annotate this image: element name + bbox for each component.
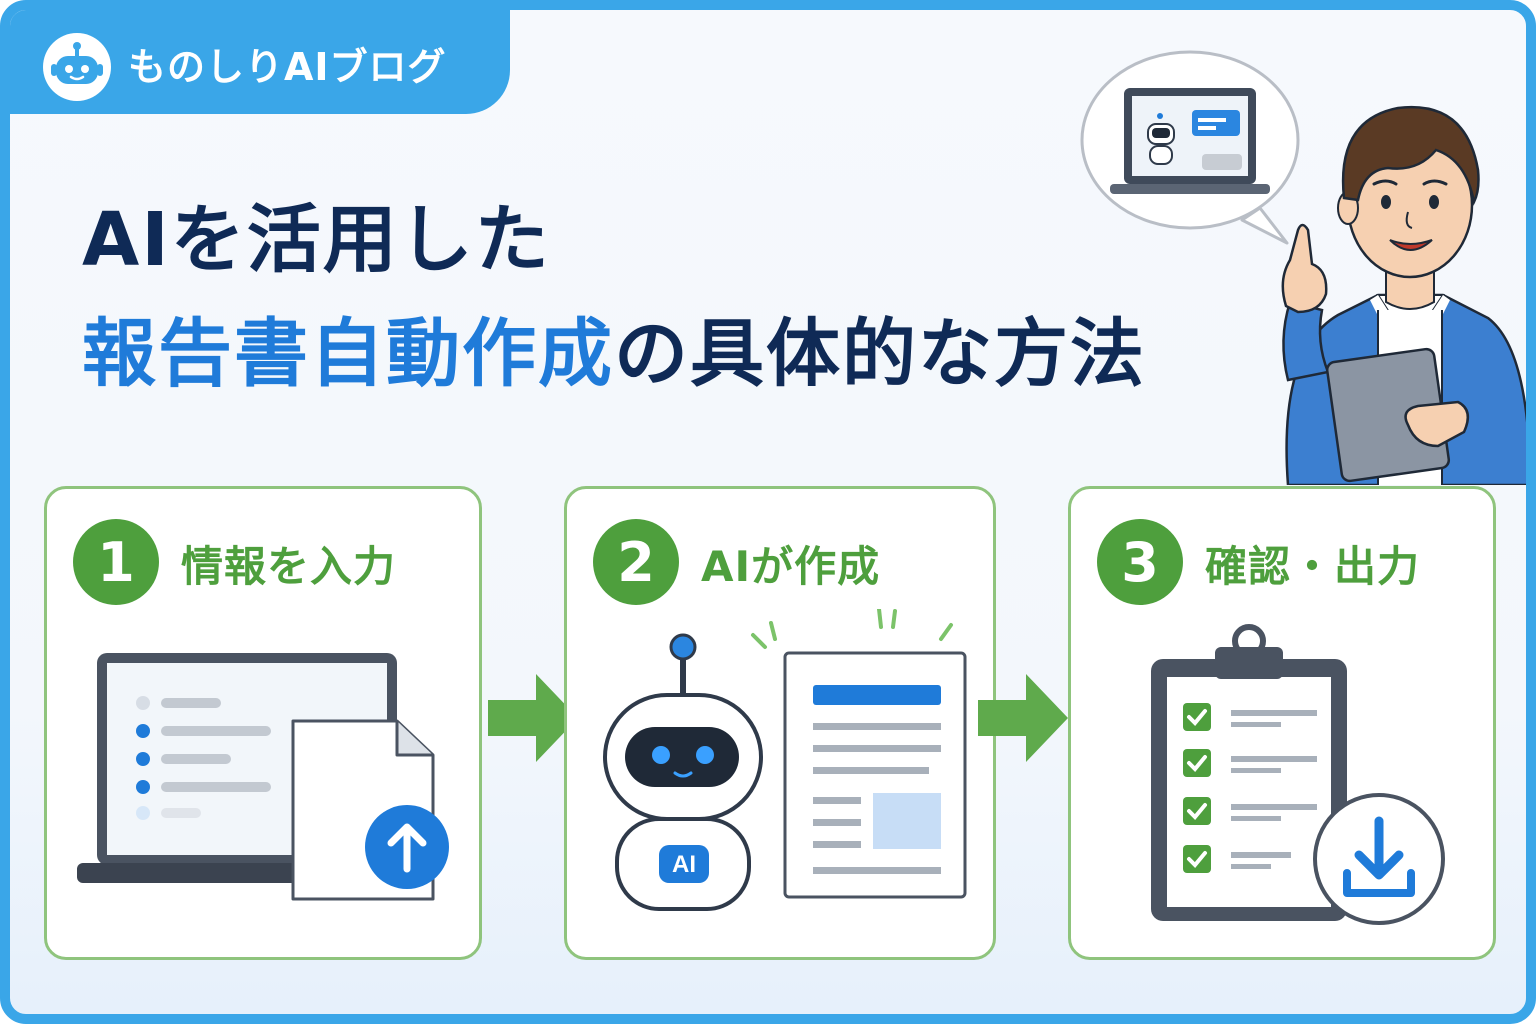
title-rest: の具体的な方法 (614, 311, 1146, 397)
brand-tab: ものしりAIブログ (10, 10, 510, 114)
title-highlight: 報告書自動作成 (82, 311, 614, 397)
title-line-1: AIを活用した (82, 197, 551, 283)
ai-robot-document-icon: AI (595, 609, 975, 929)
clipboard-download-icon (1141, 615, 1461, 935)
speech-bubble-laptop-icon (1072, 48, 1312, 248)
robot-icon (42, 32, 112, 102)
step-card-1: 1 情報を入力 (44, 486, 482, 960)
step-label: 確認・出力 (1205, 542, 1421, 591)
step-number-badge: 2 (593, 519, 679, 605)
step-label: 情報を入力 (181, 542, 397, 591)
laptop-upload-icon (77, 647, 457, 917)
flow-arrow-icon (488, 672, 580, 764)
title-line-2: 報告書自動作成の具体的な方法 (82, 294, 1146, 401)
step-label: AIが作成 (701, 542, 881, 591)
step-number-badge: 3 (1097, 519, 1183, 605)
step-number-badge: 1 (73, 519, 159, 605)
step-card-2: 2 AIが作成 AI (564, 486, 996, 960)
robot-badge-text: AI (672, 851, 696, 878)
brand-name: ものしりAIブログ (128, 45, 447, 89)
presenter-illustration (1268, 80, 1526, 485)
flow-arrow-icon (978, 672, 1070, 764)
step-card-3: 3 確認・出力 (1068, 486, 1496, 960)
